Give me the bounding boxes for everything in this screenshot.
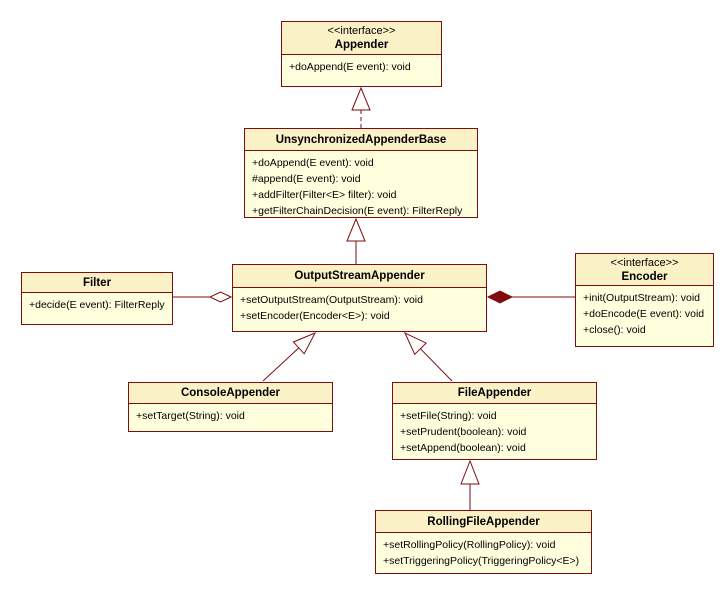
realization-uab-appender: [351, 86, 371, 128]
method-setrollingpolicy: +setRollingPolicy(RollingPolicy): void: [383, 539, 556, 551]
class-filter-methods: +decide(E event): FilterReply: [22, 293, 172, 315]
method-settriggeringpolicy: +setTriggeringPolicy(TriggeringPolicy<E>…: [383, 555, 580, 567]
method-setappend: +setAppend(boolean): void: [400, 442, 526, 454]
class-encoder-header: <<interface>> Encoder: [576, 254, 713, 286]
method-append: #append(E event): void: [252, 173, 361, 185]
method-doappend: +doAppend(E event): void: [252, 157, 374, 169]
class-osa-methods: +setOutputStream(OutputStream): void +se…: [233, 288, 486, 326]
class-encoder: <<interface>> Encoder +init(OutputStream…: [575, 253, 714, 347]
class-uab-header: UnsynchronizedAppenderBase: [245, 129, 477, 151]
class-appender-header: <<interface>> Appender: [282, 22, 441, 55]
class-encoder-methods: +init(OutputStream): void +doEncode(E ev…: [576, 286, 713, 340]
appender-name: Appender: [334, 39, 389, 51]
rolling-name: RollingFileAppender: [427, 515, 540, 528]
encoder-name: Encoder: [621, 270, 668, 283]
method-doencode: +doEncode(E event): void: [583, 308, 705, 320]
method-addfilter: +addFilter(Filter<E> filter): void: [252, 189, 397, 201]
class-appender: <<interface>> Appender +doAppend(E event…: [281, 21, 442, 87]
class-console-methods: +setTarget(String): void: [129, 404, 332, 426]
method-doappend: +doAppend(E event): void: [289, 61, 411, 73]
method-setoutputstream: +setOutputStream(OutputStream): void: [240, 294, 423, 306]
class-filter-header: Filter: [22, 273, 172, 293]
method-decide: +decide(E event): FilterReply: [29, 299, 165, 311]
class-rolling-methods: +setRollingPolicy(RollingPolicy): void +…: [376, 533, 591, 571]
class-filter: Filter +decide(E event): FilterReply: [21, 272, 173, 325]
class-rollingfileappender: RollingFileAppender +setRollingPolicy(Ro…: [375, 510, 592, 574]
encoder-stereotype: <<interface>>: [610, 256, 679, 269]
method-close: +close(): void: [583, 324, 646, 336]
class-appender-methods: +doAppend(E event): void: [282, 55, 441, 77]
aggregation-osa-filter: [173, 291, 233, 303]
filter-name: Filter: [82, 276, 112, 289]
uab-name: UnsynchronizedAppenderBase: [275, 133, 447, 146]
class-console-header: ConsoleAppender: [129, 383, 332, 404]
generalization-osa-uab: [346, 217, 366, 264]
class-rolling-header: RollingFileAppender: [376, 511, 591, 533]
class-unsynchronizedappenderbase: UnsynchronizedAppenderBase +doAppend(E e…: [244, 128, 478, 218]
console-name: ConsoleAppender: [180, 387, 281, 399]
method-init: +init(OutputStream): void: [583, 292, 701, 304]
class-file-header: FileAppender: [393, 383, 596, 404]
class-consoleappender: ConsoleAppender +setTarget(String): void: [128, 382, 333, 432]
class-outputstreamappender: OutputStreamAppender +setOutputStream(Ou…: [232, 264, 487, 332]
class-uab-methods: +doAppend(E event): void #append(E event…: [245, 151, 477, 221]
composition-osa-encoder: [486, 290, 575, 304]
generalization-console-osa: [262, 332, 317, 382]
file-name: FileAppender: [457, 387, 532, 399]
class-file-methods: +setFile(String): void +setPrudent(boole…: [393, 404, 596, 458]
osa-name: OutputStreamAppender: [294, 270, 425, 282]
method-settarget: +setTarget(String): void: [136, 410, 245, 422]
method-setfile: +setFile(String): void: [400, 410, 497, 422]
class-fileappender: FileAppender +setFile(String): void +set…: [392, 382, 597, 460]
generalization-file-osa: [403, 331, 453, 382]
method-setprudent: +setPrudent(boolean): void: [400, 426, 527, 438]
generalization-rolling-file: [460, 459, 480, 510]
appender-stereotype: <<interface>>: [327, 25, 396, 37]
method-getfilterchaindecision: +getFilterChainDecision(E event): Filter…: [252, 205, 463, 217]
method-setencoder: +setEncoder(Encoder<E>): void: [240, 310, 390, 322]
class-osa-header: OutputStreamAppender: [233, 265, 486, 288]
